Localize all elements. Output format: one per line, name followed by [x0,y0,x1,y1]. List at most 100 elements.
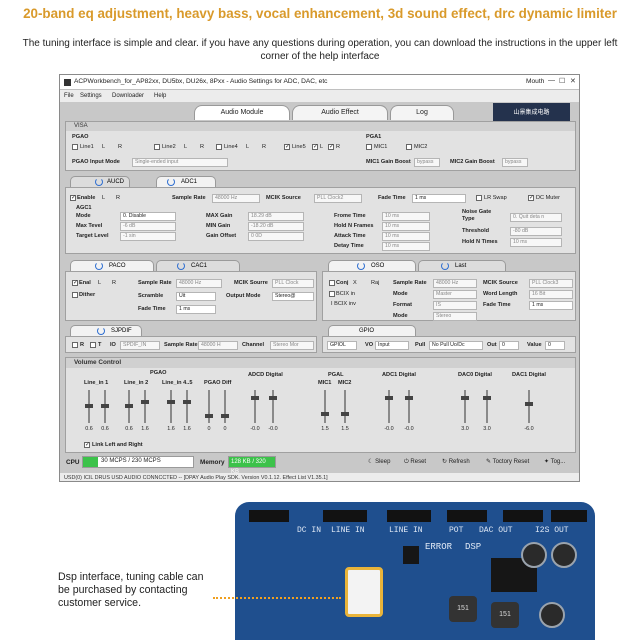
mic1-checkbox[interactable] [366,144,372,150]
tab-spdif[interactable]: SJPDIF [70,325,142,336]
scramble-select[interactable]: Uit [176,292,216,301]
hold-times-select[interactable]: 10 ms [510,238,562,247]
tab-last[interactable]: Last [418,260,506,271]
slider-knob[interactable] [141,400,149,404]
menu-file[interactable]: File [64,93,74,99]
dac-fade-select[interactable]: 1 ms [176,305,216,314]
slider-knob[interactable] [167,400,175,404]
log-button[interactable]: ✦ Tog... [544,456,565,468]
slider-knob[interactable] [205,414,213,418]
tab-aucd[interactable]: AUCD [70,176,130,187]
i2s-sample-rate-select[interactable]: 48000 Hz [433,279,477,288]
slider-line-in1-l[interactable] [85,390,93,423]
slider-knob[interactable] [183,400,191,404]
gpio-out-select[interactable]: 0 [499,341,519,350]
tab-cac1[interactable]: CAC1 [156,260,240,271]
dac-enable-checkbox[interactable] [72,279,78,286]
slider-knob[interactable] [221,414,229,418]
tab-gpio[interactable]: GPIO [328,325,416,336]
spdif-r-checkbox[interactable] [72,342,78,348]
maximize-icon[interactable]: ☐ [559,78,566,85]
refresh-button[interactable]: ↻ Refresh [442,456,470,468]
gpio-value-field[interactable]: 0 [545,341,565,350]
spdif-sample-rate-select[interactable]: 48000 H [198,341,238,350]
mic2-boost-select[interactable]: bypass [502,158,528,167]
slider-line-in45-l[interactable] [167,390,175,423]
line2-checkbox[interactable] [154,144,160,150]
slider-adc1-r[interactable] [405,390,413,423]
i2s-format-select[interactable]: IS [433,301,477,310]
reset-button[interactable]: ⏻ Reset [404,456,426,468]
min-gain-select[interactable]: -18.20 dB [248,222,304,231]
adc-mclk-select[interactable]: PLL Clock2 [314,194,362,203]
hold-frames-select[interactable]: 10 ms [382,222,430,231]
slider-line-in2-l[interactable] [125,390,133,423]
dc-muter-checkbox[interactable] [528,194,534,201]
frame-time-select[interactable]: 10 ms [382,212,430,221]
i2s-mode-select[interactable]: Master [433,290,477,299]
spdif-channel-select[interactable]: Stereo Mor [270,341,314,350]
agc-mode-select[interactable]: 0. Disable [120,212,176,221]
tab-audio-effect[interactable]: Audio Effect [292,105,388,120]
slider-adc1-l[interactable] [385,390,393,423]
slider-knob[interactable] [101,404,109,408]
dac-mclk-select[interactable]: PLL Clock [272,279,314,288]
slider-line-in45-r[interactable] [183,390,191,423]
slider-line-in2-r[interactable] [141,390,149,423]
mic2-checkbox[interactable] [406,144,412,150]
close-icon[interactable]: ✕ [570,78,576,85]
lr-swap-checkbox[interactable] [476,195,482,201]
max-level-select[interactable]: -6 dB [120,222,176,231]
slider-mic1[interactable] [321,390,329,423]
line4-checkbox[interactable] [216,144,222,150]
bclk-in-checkbox[interactable] [329,291,335,297]
slider-knob[interactable] [85,404,93,408]
ng-type-select[interactable]: 0. Quit deta n [510,213,562,222]
tab-oso[interactable]: OSO [328,260,416,271]
output-mode-select[interactable]: Stereo@ [272,292,314,301]
slider-knob[interactable] [341,412,349,416]
slider-knob[interactable] [483,396,491,400]
slider-knob[interactable] [269,396,277,400]
line5-checkbox[interactable] [284,143,290,150]
line5-l-checkbox[interactable] [312,143,318,150]
line1-checkbox[interactable] [72,144,78,150]
attack-time-select[interactable]: 10 ms [382,232,430,241]
tab-audio-module[interactable]: Audio Module [194,105,290,120]
gpio-vo-select[interactable]: Input [375,341,409,350]
slider-knob[interactable] [251,396,259,400]
slider-pgao-diff-r[interactable] [221,390,229,423]
i2s-mclk-select[interactable]: PLL Clock3 [529,279,573,288]
slider-knob[interactable] [461,396,469,400]
target-level-select[interactable]: -1 sin [120,232,176,241]
menu-settings[interactable]: Settings [80,93,102,99]
tab-log[interactable]: Log [390,105,454,120]
slider-dac1[interactable] [525,390,533,423]
i2s-fade-select[interactable]: 1 ms [529,301,573,310]
conj-checkbox[interactable] [329,280,335,286]
slider-pgao-diff-l[interactable] [205,390,213,423]
dither-checkbox[interactable] [72,292,78,298]
adc-fade-select[interactable]: 1 ms [412,194,466,203]
slider-adcd-r[interactable] [269,390,277,423]
spdif-io-select[interactable]: SPDIF_IN [120,341,160,350]
slider-dac0-l[interactable] [461,390,469,423]
adc-sample-rate-select[interactable]: 48000 Hz [212,194,260,203]
slider-mic2[interactable] [341,390,349,423]
gpio-port-select[interactable]: GPIOL [327,341,357,350]
decay-time-select[interactable]: 10 ms [382,242,430,251]
word-length-select[interactable]: 16 Bit [529,290,573,299]
factory-reset-button[interactable]: ✎ Toctory Reset [486,456,529,468]
menu-downloader[interactable]: Downloader [112,93,145,99]
dac-sample-rate-select[interactable]: 48000 Hz [176,279,222,288]
mic1-boost-select[interactable]: bypass [414,158,440,167]
gain-offset-select[interactable]: 0 0D [248,232,304,241]
slider-knob[interactable] [321,412,329,416]
slider-knob[interactable] [405,396,413,400]
max-gain-select[interactable]: 18.29 dB [248,212,304,221]
gpio-pull-select[interactable]: No Pull Uo/Dc [429,341,483,350]
line5-r-checkbox[interactable] [328,143,334,150]
adc-enable-checkbox[interactable] [70,194,76,201]
tab-adc1[interactable]: ADC1 [156,176,216,187]
slider-dac0-r[interactable] [483,390,491,423]
